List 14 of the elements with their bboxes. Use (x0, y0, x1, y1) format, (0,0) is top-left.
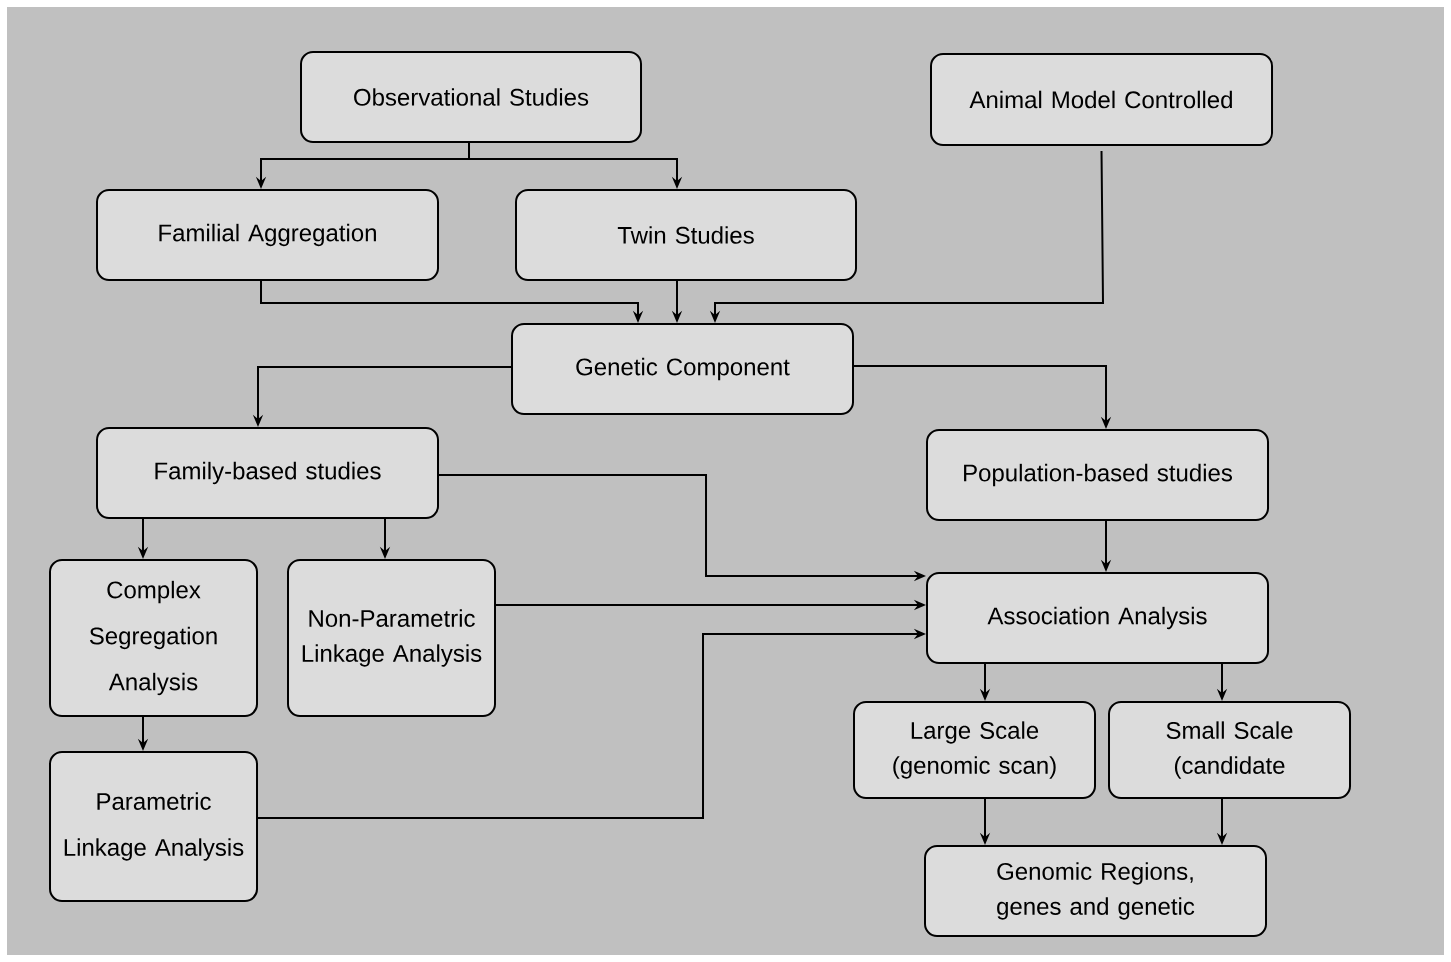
process-box: Parametric Linkage Analysis (49, 751, 258, 902)
process-box: Genomic Regions, genes and genetic (924, 845, 1267, 937)
process-box: Family-based studies (96, 427, 439, 519)
process-box: Familial Aggregation (96, 189, 439, 281)
process-box: Twin Studies (515, 189, 857, 281)
process-box: Population-based studies (926, 429, 1269, 521)
process-box: Non-Parametric Linkage Analysis (287, 559, 496, 717)
process-box: Small Scale (candidate (1108, 701, 1351, 799)
process-box: Complex Segregation Analysis (49, 559, 258, 717)
process-box: Observational Studies (300, 51, 642, 143)
process-box: Association Analysis (926, 572, 1269, 664)
process-box: Animal Model Controlled (930, 53, 1273, 146)
process-box: Large Scale (genomic scan) (853, 701, 1096, 799)
process-box: Genetic Component (511, 323, 854, 415)
